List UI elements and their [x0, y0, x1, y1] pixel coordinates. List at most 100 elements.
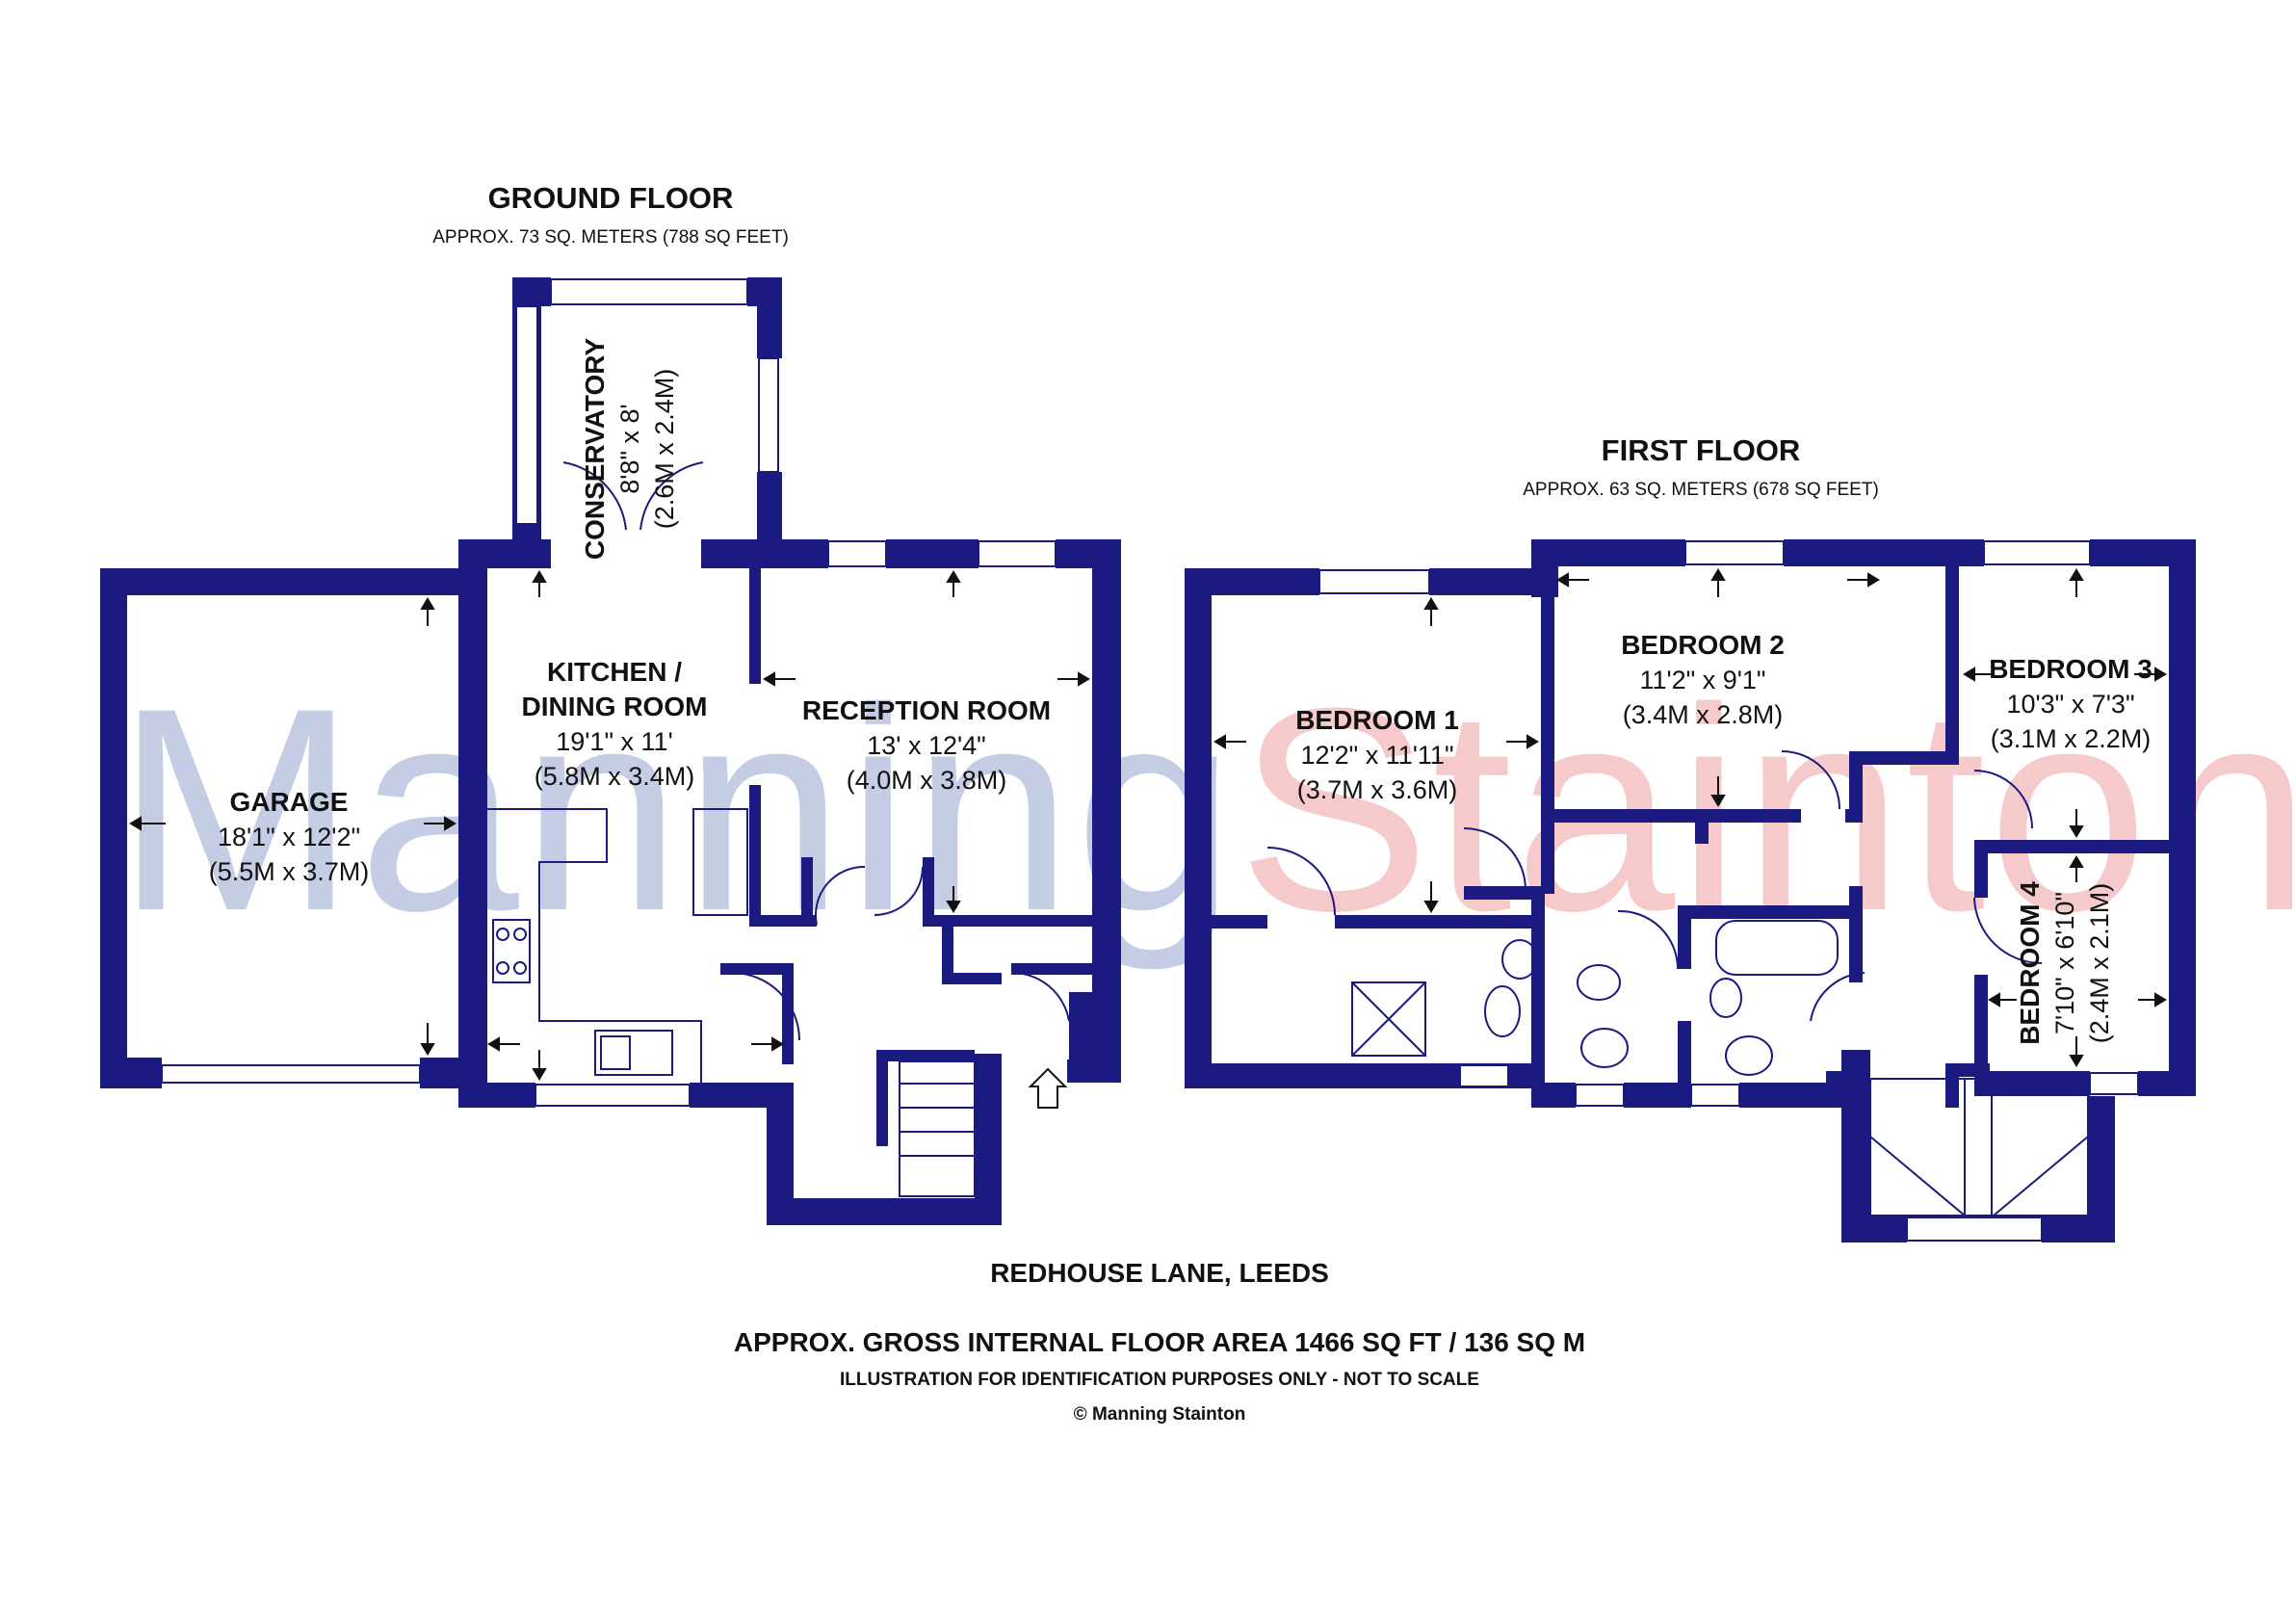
- door-swing: [1463, 827, 1527, 892]
- door-swing: [815, 865, 866, 926]
- wall: [1945, 1063, 1959, 1108]
- wall: [2088, 1096, 2115, 1243]
- wall: [1185, 568, 1319, 595]
- room-bedroom4: BEDROOM 4 7'10" x 6'10" (2.4M x 2.1M): [2013, 838, 2128, 1088]
- watermark-manning: Manning: [116, 647, 1238, 971]
- wall: [1739, 1083, 1845, 1108]
- shower-line: [1351, 981, 1426, 1057]
- wall: [1678, 905, 1691, 969]
- shower-tray-icon: [1351, 981, 1426, 1057]
- window: [1906, 1216, 2043, 1242]
- sink-icon: [594, 1030, 673, 1076]
- room-dim-metric: (5.5M x 3.7M): [208, 857, 370, 886]
- room-name: BEDROOM 4: [2015, 881, 2045, 1045]
- window: [1318, 569, 1430, 594]
- room-name: BEDROOM 3: [1989, 654, 2152, 684]
- garage-door: [161, 1064, 421, 1084]
- sink-bowl: [600, 1035, 631, 1070]
- wall: [1974, 840, 1988, 898]
- room-dim-imperial: 7'10" x 6'10": [2050, 891, 2079, 1035]
- wall: [1464, 886, 1543, 900]
- wall: [701, 539, 828, 568]
- wall: [458, 539, 487, 1108]
- wall: [458, 1083, 535, 1108]
- wall: [923, 857, 934, 915]
- wall: [1067, 1060, 1121, 1083]
- room-dim-imperial: 18'1" x 12'2": [217, 823, 361, 851]
- window: [1684, 540, 1785, 565]
- room-dim-imperial: 13' x 12'4": [867, 731, 986, 760]
- wall: [2138, 1071, 2196, 1096]
- windows: [161, 278, 2139, 1242]
- copyright: © Manning Stainton: [1073, 1404, 1246, 1425]
- room-dim-imperial: 10'3" x 7'3": [2006, 690, 2135, 719]
- room-dim-metric: (3.4M x 2.8M): [1622, 700, 1784, 729]
- wall: [1185, 568, 1212, 1088]
- wall: [876, 1050, 888, 1146]
- wall: [1974, 840, 2173, 853]
- wc-icon: [1484, 985, 1521, 1037]
- stair-flight: [899, 1060, 976, 1197]
- stair-tread: [1993, 1136, 2089, 1216]
- wall: [1541, 809, 1801, 823]
- wall: [1951, 1063, 1990, 1077]
- door-swing: [1781, 750, 1840, 810]
- wall: [1841, 1216, 1907, 1243]
- room-bedroom2: BEDROOM 2 11'2" x 9'1" (3.4M x 2.8M): [1621, 628, 1785, 732]
- disclaimer: ILLUSTRATION FOR IDENTIFICATION PURPOSES…: [840, 1370, 1479, 1390]
- wall: [1531, 886, 1545, 1088]
- room-name-line1: KITCHEN /: [546, 657, 682, 687]
- wall: [1849, 905, 1863, 982]
- door-swing: [1973, 770, 2033, 829]
- room-name: CONSERVATORY: [580, 337, 610, 561]
- wall: [1695, 809, 1709, 844]
- wall: [720, 963, 794, 975]
- bathroom-fixtures: [1351, 920, 1839, 1076]
- wall: [767, 1198, 1002, 1225]
- wc-icon: [1725, 1035, 1773, 1076]
- basin-icon: [1577, 964, 1621, 1001]
- wall: [923, 915, 1092, 927]
- hob-icon: [492, 919, 531, 983]
- wall: [1974, 975, 1988, 1090]
- room-name: RECEPTION ROOM: [801, 695, 1052, 725]
- window: [550, 278, 748, 305]
- wall: [1974, 1071, 2090, 1096]
- wall: [1092, 539, 1121, 1060]
- room-bedroom3: BEDROOM 3 10'3" x 7'3" (3.1M x 2.2M): [1989, 652, 2152, 756]
- basin-icon: [1501, 939, 1538, 980]
- window: [2089, 1072, 2139, 1095]
- window: [1459, 1064, 1509, 1087]
- door-swing: [1810, 972, 1866, 1022]
- wall: [1541, 566, 1554, 894]
- window: [515, 305, 538, 525]
- wall: [749, 915, 817, 927]
- room-dim-imperial: 11'2" x 9'1": [1639, 666, 1766, 694]
- door-swing: [731, 972, 800, 1041]
- room-conservatory: CONSERVATORY 8'8" x 8' (2.6M x 2.4M): [578, 275, 693, 622]
- stair-flight: [1869, 1078, 2089, 1216]
- wall: [2169, 539, 2196, 1096]
- wall: [100, 568, 127, 1088]
- first-floor-area: APPROX. 63 SQ. METERS (678 SQ FEET): [1523, 480, 1879, 500]
- wall: [1069, 992, 1092, 1060]
- room-name-line2: DINING ROOM: [521, 692, 708, 721]
- door-swing: [1010, 971, 1070, 1022]
- room-dim-metric: (2.4M x 2.1M): [2085, 882, 2114, 1044]
- door-swing: [1617, 909, 1679, 970]
- room-dim-imperial: 19'1" x 11': [556, 727, 673, 756]
- bath-icon: [1715, 920, 1839, 976]
- kitchen-units: [487, 808, 748, 1083]
- room-dim-metric: (2.6M x 2.4M): [650, 368, 679, 530]
- wall: [1429, 568, 1531, 595]
- wall: [458, 539, 551, 568]
- hob-ring: [496, 961, 509, 975]
- wall: [886, 539, 978, 568]
- wall: [1678, 905, 1861, 919]
- hob-ring: [513, 961, 527, 975]
- wall: [100, 568, 466, 595]
- wall: [1849, 886, 1863, 915]
- room-dim-metric: (3.1M x 2.2M): [1990, 724, 2152, 753]
- worktop: [487, 808, 702, 1083]
